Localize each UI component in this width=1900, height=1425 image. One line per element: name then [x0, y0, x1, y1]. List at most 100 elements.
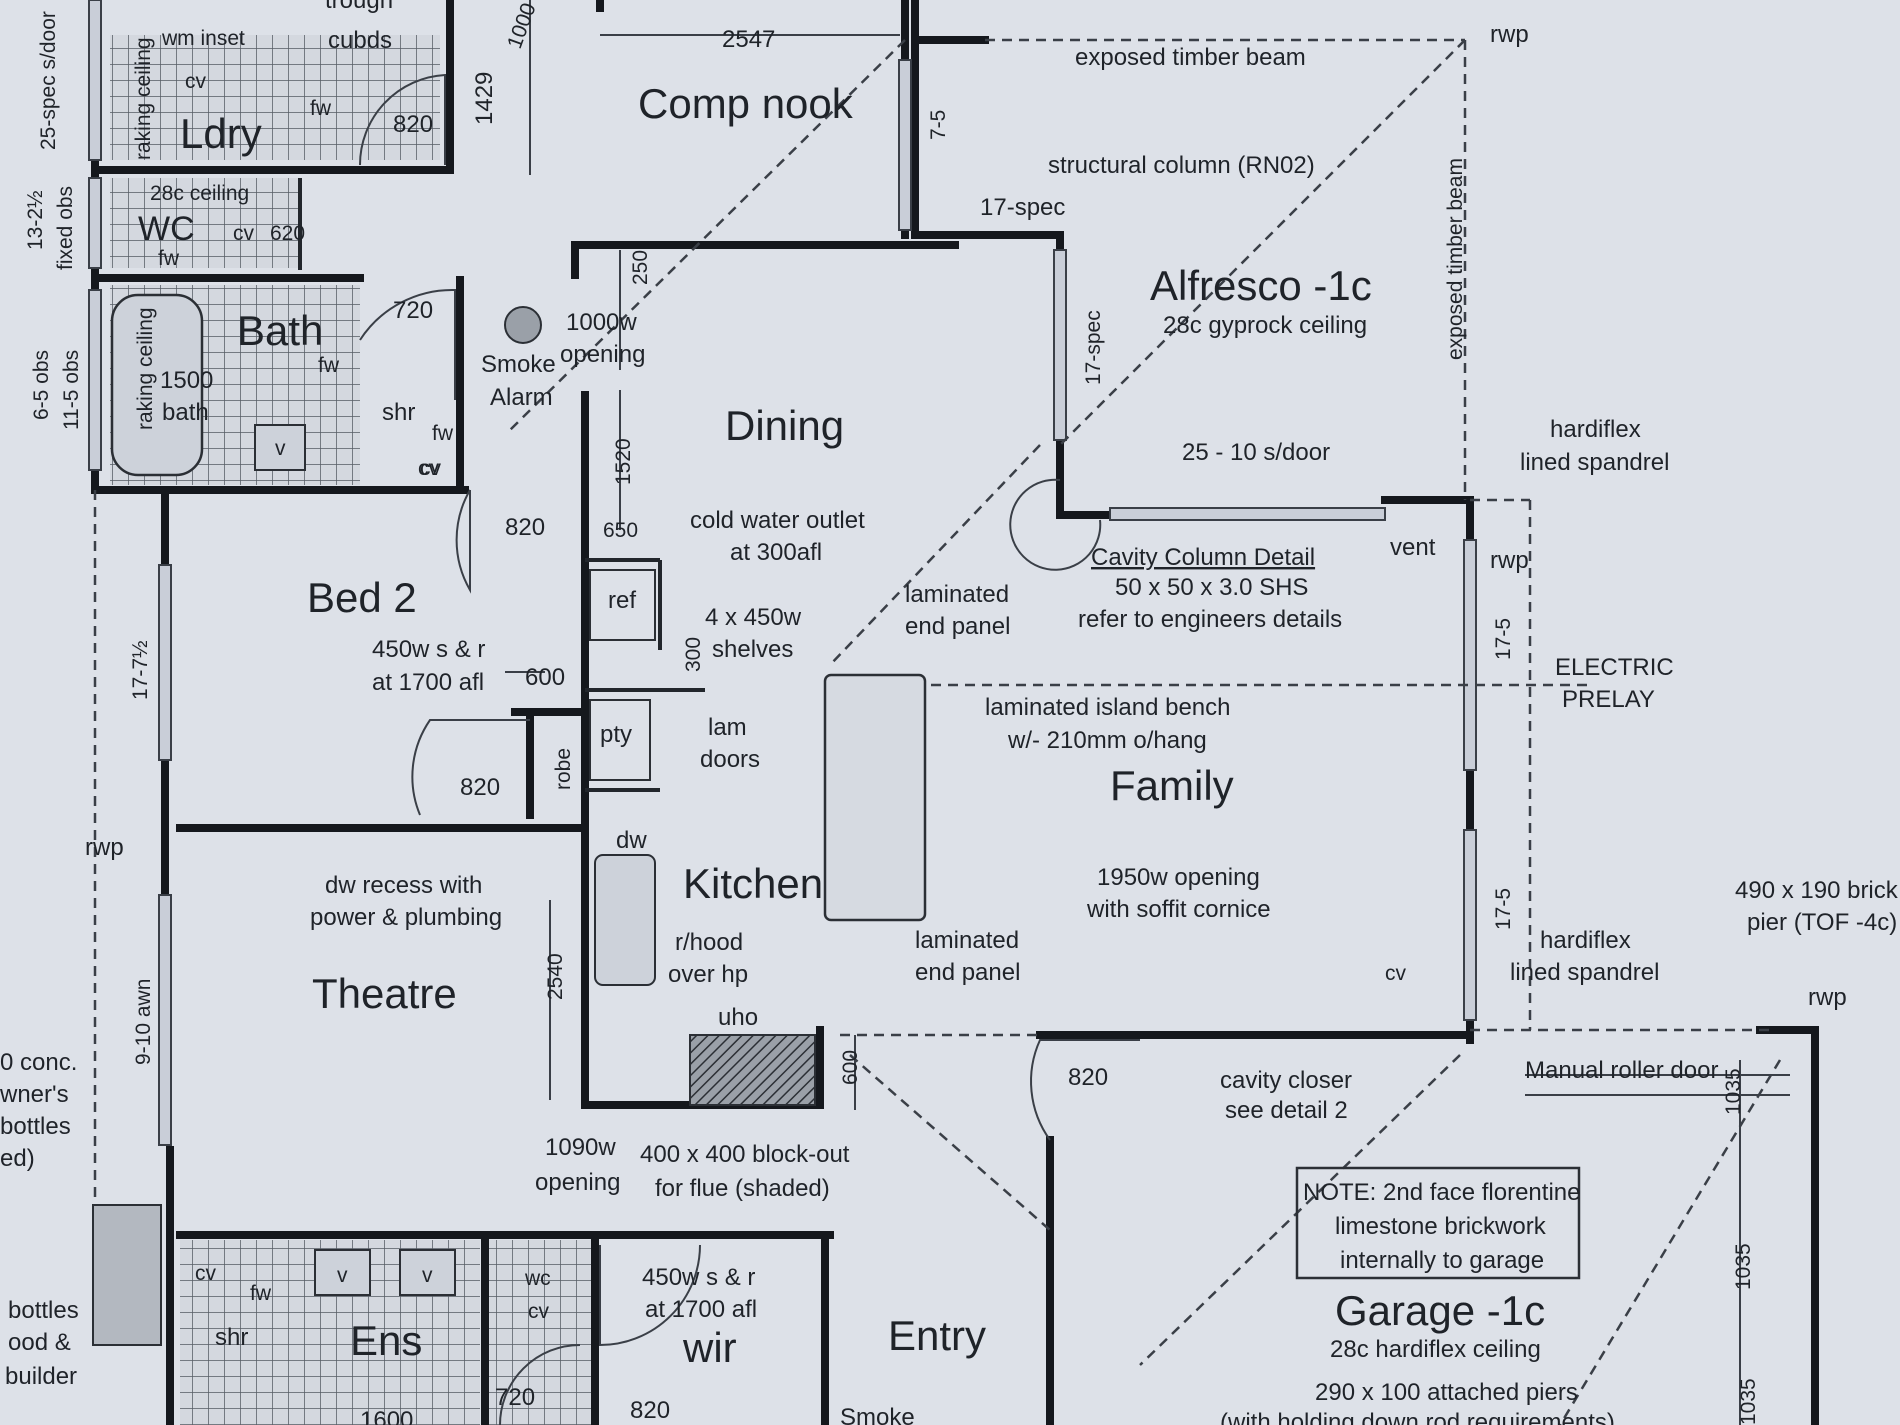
- label-ref: ref: [608, 587, 636, 614]
- label-dim-820-ldry: 820: [393, 111, 433, 138]
- walls: [91, 0, 1819, 1425]
- label-bath-word: bath: [162, 399, 209, 426]
- label-spec-7-5: 7-5: [927, 110, 950, 140]
- label-piers-2: (with holding down rod requirements): [1220, 1409, 1615, 1425]
- label-dim-1035-c: 1035: [1737, 1378, 1760, 1425]
- label-sr-wir-2: at 1700 afl: [645, 1296, 757, 1323]
- label-sdoor-25-10: 25 - 10 s/door: [1182, 439, 1330, 466]
- label-cold-water-2: at 300afl: [730, 539, 822, 566]
- label-hardiflex-b2: lined spandrel: [1510, 959, 1659, 986]
- label-opening-1090-1: 1090w: [545, 1134, 616, 1161]
- label-v-bath: v: [275, 437, 286, 460]
- label-spec-17-a: 17-spec: [980, 194, 1065, 221]
- label-dw: dw: [616, 827, 647, 854]
- label-conc-left-4: ed): [0, 1145, 35, 1172]
- label-hardiflex-a2: lined spandrel: [1520, 449, 1669, 476]
- label-dw-recess-1: dw recess with: [325, 872, 482, 899]
- label-cv-family: cv: [1385, 962, 1407, 985]
- label-obs-6-5: 6-5 obs: [30, 350, 53, 420]
- label-island-2: w/- 210mm o/hang: [1007, 727, 1207, 754]
- label-v-ens-1: v: [337, 1264, 348, 1287]
- label-robe: robe: [552, 748, 575, 790]
- label-exposed-timber-beam-v: exposed timber beam: [1444, 158, 1467, 360]
- label-shelves-2: shelves: [712, 636, 793, 663]
- label-cv-bath: cv: [418, 457, 440, 480]
- room-bed-2: Bed 2: [307, 574, 417, 621]
- room-alfresco: Alfresco -1c: [1150, 262, 1372, 309]
- label-dim-600b: 600: [839, 1050, 862, 1085]
- label-shr-bath: shr: [382, 399, 415, 426]
- room-entry: Entry: [888, 1312, 986, 1359]
- label-opening-1090-2: opening: [535, 1169, 620, 1196]
- label-cv-ens-wc: cv: [528, 1300, 550, 1323]
- label-blockout-1: 400 x 400 block-out: [640, 1141, 850, 1168]
- label-laminated-end-2b: end panel: [915, 959, 1020, 986]
- label-spec-17-7-half: 17-7½: [129, 640, 152, 700]
- label-fw-ldry: fw: [310, 97, 332, 120]
- room-ldry: Ldry: [180, 110, 262, 157]
- label-smoke: Smoke: [481, 351, 556, 378]
- label-dim-720-bath: 720: [393, 297, 433, 324]
- label-brick-pier-2: pier (TOF -4c): [1747, 909, 1897, 936]
- label-rhood-1: r/hood: [675, 929, 743, 956]
- label-cavity-closer-2: see detail 2: [1225, 1097, 1348, 1124]
- label-laminated-end-2a: laminated: [915, 927, 1019, 954]
- label-dim-1600: 1600: [360, 1407, 413, 1425]
- smoke-alarm: [504, 306, 542, 344]
- label-conc-left-1: 0 conc.: [0, 1049, 77, 1076]
- label-cv-shr: cv: [420, 457, 442, 480]
- label-piers-1: 290 x 100 attached piers: [1315, 1379, 1578, 1406]
- label-dim-620: 620: [270, 222, 305, 245]
- label-bottles-1: bottles: [8, 1297, 79, 1324]
- label-rwp-left: rwp: [85, 834, 124, 861]
- label-hardiflex-b1: hardiflex: [1540, 927, 1631, 954]
- label-fw-ens: fw: [250, 1282, 272, 1305]
- cooktop-flue-blockout: [689, 1034, 816, 1106]
- island-bench: [823, 673, 927, 922]
- label-brick-pier-1: 490 x 190 brick: [1735, 877, 1899, 904]
- label-laminated-end-1b: end panel: [905, 613, 1010, 640]
- label-dim-2547: 2547: [722, 26, 775, 53]
- label-exposed-timber-beam: exposed timber beam: [1075, 44, 1306, 71]
- label-spec-25-sdoor: 25-spec s/door: [37, 11, 60, 150]
- label-dim-1429: 1429: [471, 72, 498, 125]
- label-dim-820-bed2: 820: [505, 514, 545, 541]
- label-sr-wir-1: 450w s & r: [642, 1264, 755, 1291]
- label-cv-wc: cv: [233, 222, 255, 245]
- label-dim-650: 650: [603, 519, 638, 542]
- label-note-2: limestone brickwork: [1335, 1213, 1547, 1240]
- label-dim-1520: 1520: [612, 438, 635, 485]
- room-kitchen: Kitchen: [683, 860, 823, 907]
- label-electric-1: ELECTRIC: [1555, 654, 1674, 681]
- door-swings: [358, 73, 1140, 1425]
- label-rwp-mid: rwp: [1490, 547, 1529, 574]
- label-spec-17-5-b: 17-5: [1492, 888, 1515, 930]
- label-cubds: cubds: [328, 27, 392, 54]
- label-ceiling-28c: 28c ceiling: [150, 182, 249, 205]
- label-fixed-obs: fixed obs: [54, 186, 77, 270]
- windows: [88, 0, 1477, 1146]
- room-bath: Bath: [237, 307, 323, 354]
- label-garage-ceiling: 28c hardiflex ceiling: [1330, 1336, 1541, 1363]
- hot-water-units: [92, 1204, 162, 1346]
- label-shelves-1: 4 x 450w: [705, 604, 802, 631]
- room-wc: WC: [138, 210, 195, 248]
- label-dim-1035-a: 1035: [1722, 1068, 1745, 1115]
- room-ens: Ens: [350, 1317, 422, 1364]
- room-garage: Garage -1c: [1335, 1287, 1545, 1334]
- label-cavity-column-2: 50 x 50 x 3.0 SHS: [1115, 574, 1308, 601]
- fixtures: [92, 293, 1581, 1346]
- room-labels: Ldry WC Bath Comp nook Alfresco -1c Dini…: [138, 80, 1545, 1371]
- label-cavity-closer-1: cavity closer: [1220, 1067, 1352, 1094]
- ens-vanity-1: [314, 1249, 371, 1296]
- label-structural-column: structural column (RN02): [1048, 152, 1315, 179]
- label-opening-1950-1: 1950w opening: [1097, 864, 1260, 891]
- label-dim-600: 600: [525, 664, 565, 691]
- label-lam-doors-2: doors: [700, 746, 760, 773]
- label-opening-1000w-b: opening: [560, 341, 645, 368]
- label-shr-ens: shr: [215, 1324, 248, 1351]
- label-rwp-right: rwp: [1808, 984, 1847, 1011]
- label-dim-820-robe: 820: [460, 774, 500, 801]
- label-obs-13: 13-2½: [24, 190, 47, 250]
- label-raking-ceiling-bath: raking ceiling: [134, 307, 157, 430]
